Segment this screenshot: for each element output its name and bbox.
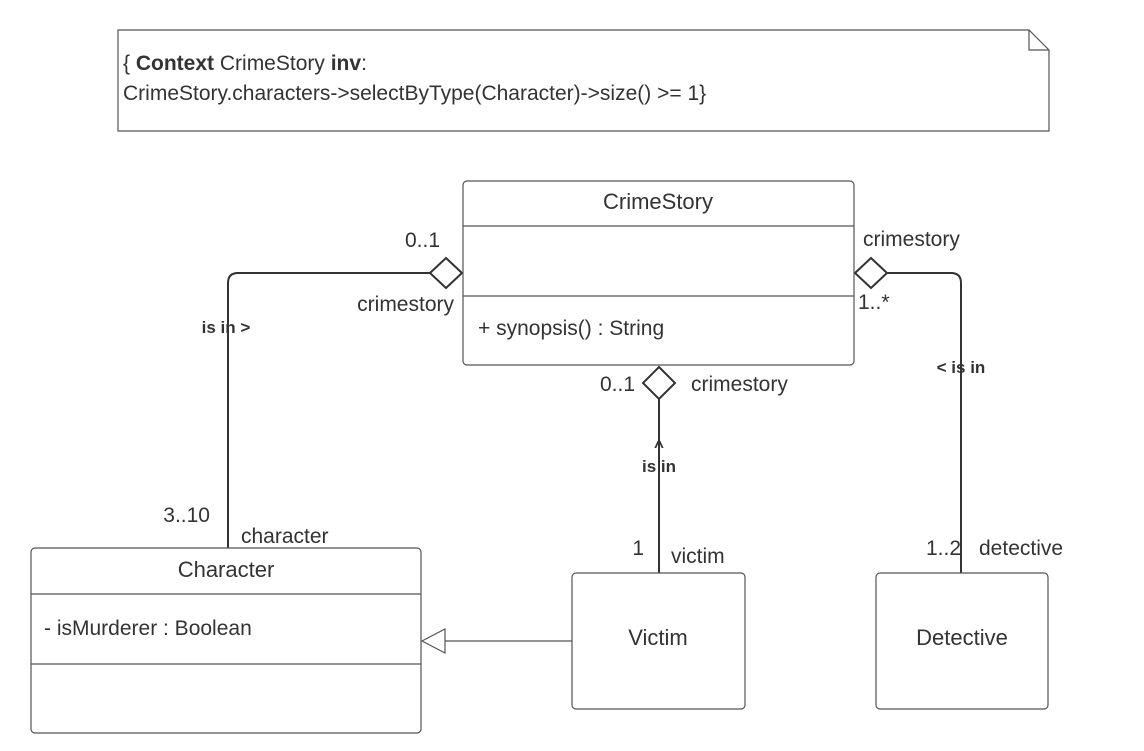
generalization-arrowhead [420,628,446,654]
class-victim[interactable]: Victim [571,572,746,710]
note-line-2: CrimeStory.characters->selectByType(Char… [123,82,706,105]
class-name-character: Character [178,557,275,582]
multiplicity-detective: 1..2 [926,537,961,560]
association-victim-crimestory[interactable]: ^ is in 0..1 crimestory 1 victim [600,365,788,573]
association-detective-crimestory[interactable]: < is in crimestory 1..* 1..2 detective [853,228,1063,573]
role-victim: victim [671,545,725,568]
attribute-is-murderer: - isMurderer : Boolean [44,617,252,640]
aggregation-diamond-left [428,256,464,290]
class-crimestory[interactable]: CrimeStory + synopsis() : String [462,180,855,366]
association-label-detective: < is in [937,358,986,377]
role-detective: detective [979,537,1063,560]
class-character[interactable]: Character - isMurderer : Boolean [30,547,422,734]
role-crimestory-left: crimestory [357,293,454,316]
class-name-victim: Victim [628,625,688,650]
role-crimestory-middle: crimestory [691,373,788,396]
class-name-detective: Detective [916,625,1008,650]
multiplicity-victim: 1 [632,537,644,560]
multiplicity-crimestory-right: 1..* [858,291,890,314]
role-crimestory-right: crimestory [863,228,960,251]
multiplicity-character: 3..10 [163,504,210,527]
class-detective[interactable]: Detective [875,572,1049,710]
role-character: character [241,525,329,548]
multiplicity-crimestory-middle: 0..1 [600,373,635,396]
association-character-crimestory[interactable]: is in > 0..1 crimestory 3..10 character [163,229,464,548]
operation-synopsis: + synopsis() : String [478,317,664,340]
ocl-constraint-note[interactable]: { Context CrimeStory inv: CrimeStory.cha… [117,29,1050,132]
class-name-crimestory: CrimeStory [603,189,713,214]
association-label-victim: is in [642,457,676,476]
aggregation-diamond-right [853,256,889,290]
multiplicity-crimestory-left: 0..1 [405,229,440,252]
aggregation-diamond-middle [641,365,677,401]
note-line-1: { Context CrimeStory inv: [123,52,367,75]
association-arrow-victim: ^ [654,437,664,456]
generalization-victim-character[interactable] [420,628,572,654]
association-label-character: is in > [202,318,251,337]
